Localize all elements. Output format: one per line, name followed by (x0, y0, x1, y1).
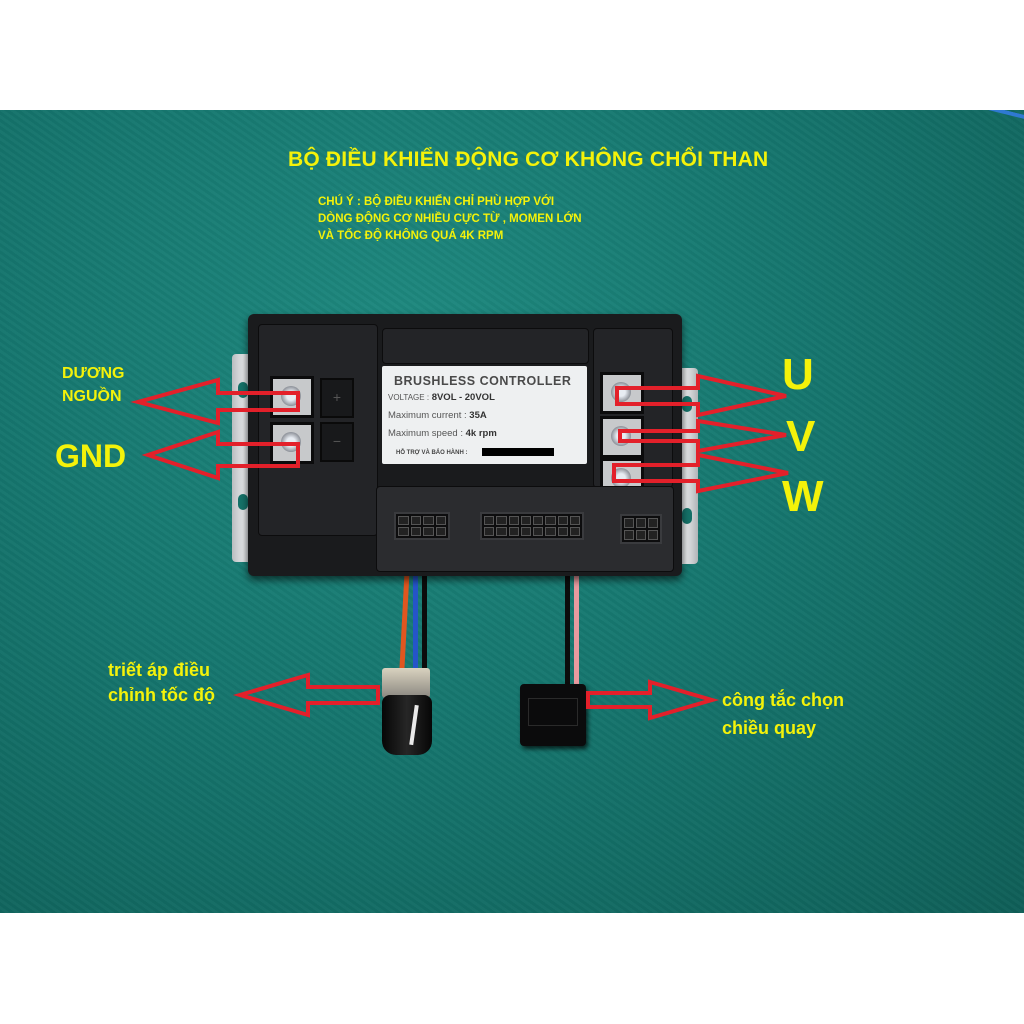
speed-knob (382, 695, 432, 755)
label-gnd: GND (55, 438, 127, 474)
arrow-gnd-icon (141, 429, 300, 481)
label-phase-u: U (782, 350, 814, 399)
label-positive-power: DƯƠNG NGUỒN (62, 365, 125, 405)
device-spec-label: BRUSHLESS CONTROLLER VOLTAGE : 8VOL - 20… (382, 366, 587, 464)
black-wire-switch (565, 530, 570, 690)
connector-16pin (480, 512, 584, 540)
minus-cover: − (320, 422, 354, 462)
label-phase-v: V (786, 412, 816, 461)
arrow-switch-icon (586, 679, 720, 721)
rocker-switch (520, 684, 586, 746)
arrow-pot-icon (232, 672, 380, 718)
potentiometer-body (382, 668, 430, 698)
arrow-w-icon (612, 452, 789, 494)
connector-6pin (620, 514, 662, 544)
blue-signal-wire (413, 530, 418, 672)
pink-wire (574, 530, 579, 690)
arrow-u-icon (615, 373, 787, 418)
label-direction-switch: công tắc chọn chiều quay (722, 690, 845, 738)
product-photo: BỘ ĐIỀU KHIỂN ĐỘNG CƠ KHÔNG CHỔI THAN CH… (0, 110, 1024, 913)
plus-cover: + (320, 378, 354, 418)
connector-4pin-dual (394, 512, 450, 540)
arrow-positive-icon (130, 377, 300, 426)
arrow-v-icon (618, 418, 787, 454)
black-wire-pot (422, 530, 427, 672)
redacted-contact (482, 448, 554, 456)
label-phase-w: W (782, 472, 824, 521)
annotation-arrows (130, 373, 789, 721)
label-speed-pot: triết áp điều chỉnh tốc độ (108, 660, 215, 705)
note-text: CHÚ Ý : BỘ ĐIỀU KHIỂN CHỈ PHÙ HỢP VỚI DÒ… (318, 196, 582, 242)
page-title: BỘ ĐIỀU KHIỂN ĐỘNG CƠ KHÔNG CHỔI THAN (288, 148, 769, 171)
